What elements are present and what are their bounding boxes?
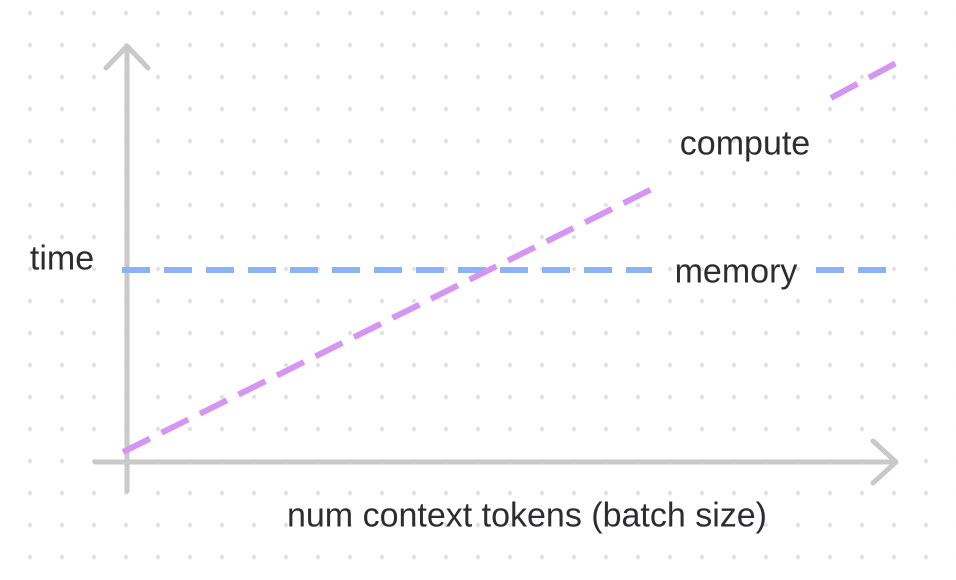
x-axis-arrowhead-icon	[870, 438, 899, 486]
compute-line-segment-2	[829, 59, 900, 101]
memory-series-label: memory	[674, 252, 798, 291]
compute-line-segment-1	[121, 182, 662, 455]
compute-series-label: compute	[679, 124, 811, 163]
y-axis-label: time	[29, 239, 95, 278]
y-axis-arrowhead-icon	[103, 43, 151, 71]
x-axis-label: num context tokens (batch size)	[286, 496, 768, 535]
